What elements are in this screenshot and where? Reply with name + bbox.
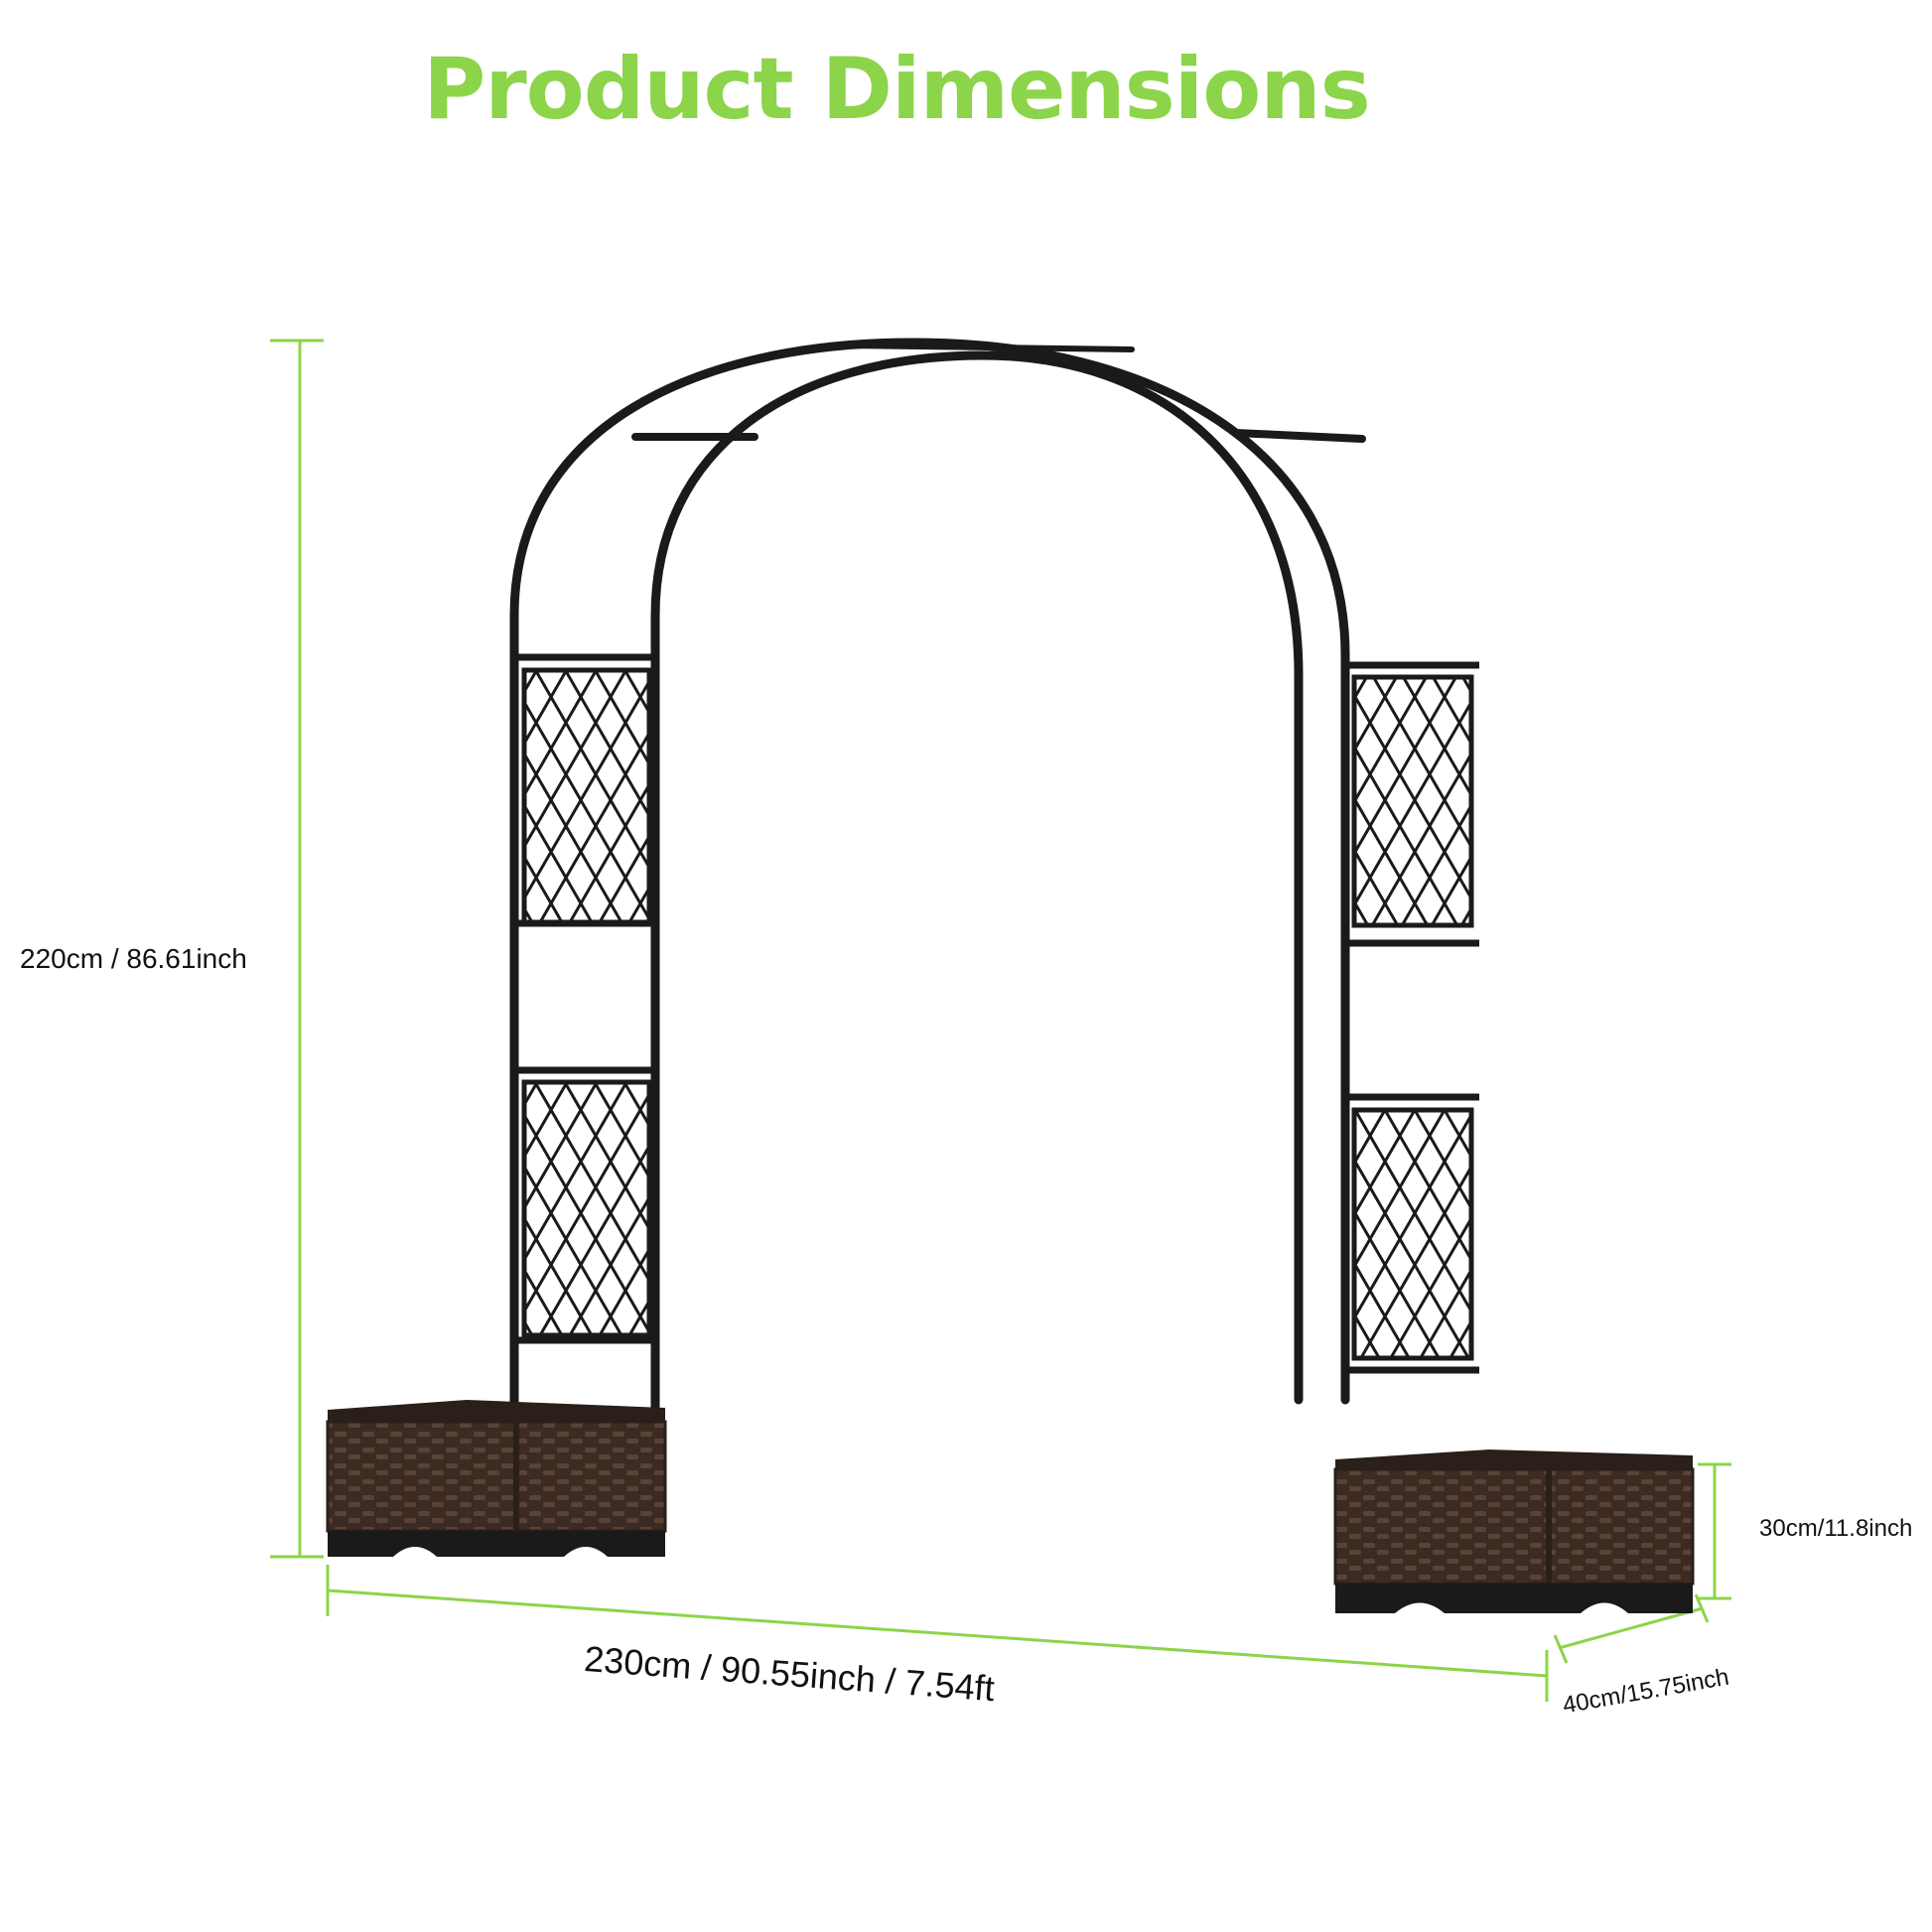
- planter-height-label: 30cm/11.8inch: [1759, 1515, 1913, 1542]
- page-title: Product Dimensions: [423, 40, 1371, 139]
- planter-height-dimension-line: [1698, 1462, 1731, 1600]
- width-dimension-line: [326, 1565, 1549, 1702]
- height-label: 220cm / 86.61inch: [20, 943, 247, 974]
- arch-frame: [509, 338, 1366, 1445]
- right-planter: [1333, 1449, 1695, 1613]
- left-trellis: [511, 653, 658, 1344]
- left-planter: [326, 1400, 667, 1557]
- right-trellis: [1346, 661, 1479, 1374]
- height-dimension-line: [270, 339, 324, 1559]
